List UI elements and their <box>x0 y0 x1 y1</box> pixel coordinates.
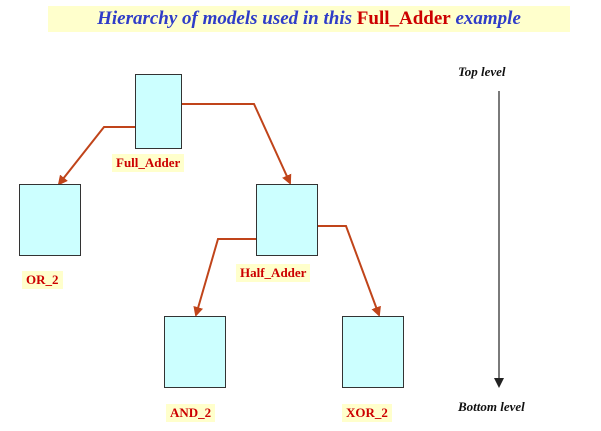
half-adder-label: Half_Adder <box>236 264 311 282</box>
title-banner: Hierarchy of models used in this Full_Ad… <box>48 6 570 32</box>
edge-full-adder-to-half-adder <box>180 103 292 185</box>
title-suffix: example <box>450 8 521 29</box>
full-adder-label: Full_Adder <box>112 154 185 172</box>
half-adder-box <box>256 184 318 256</box>
or-2-box <box>19 184 81 256</box>
edge-half-adder-to-and-2 <box>193 238 264 317</box>
and-2-box <box>164 316 226 388</box>
edge-full-adder-to-or-2 <box>57 126 150 186</box>
xor-2-label: XOR_2 <box>342 404 392 422</box>
and-2-label: AND_2 <box>166 404 216 422</box>
xor-2-box <box>342 316 404 388</box>
or-2-label: OR_2 <box>22 271 63 289</box>
top-level-label: Top level <box>458 64 506 79</box>
title-highlight: Full_Adder <box>356 8 451 29</box>
bottom-level-label: Bottom level <box>458 399 525 414</box>
page-title: Hierarchy of models used in this Full_Ad… <box>48 6 570 32</box>
full-adder-box <box>135 74 182 149</box>
title-prefix: Hierarchy of models used in this <box>97 8 357 29</box>
